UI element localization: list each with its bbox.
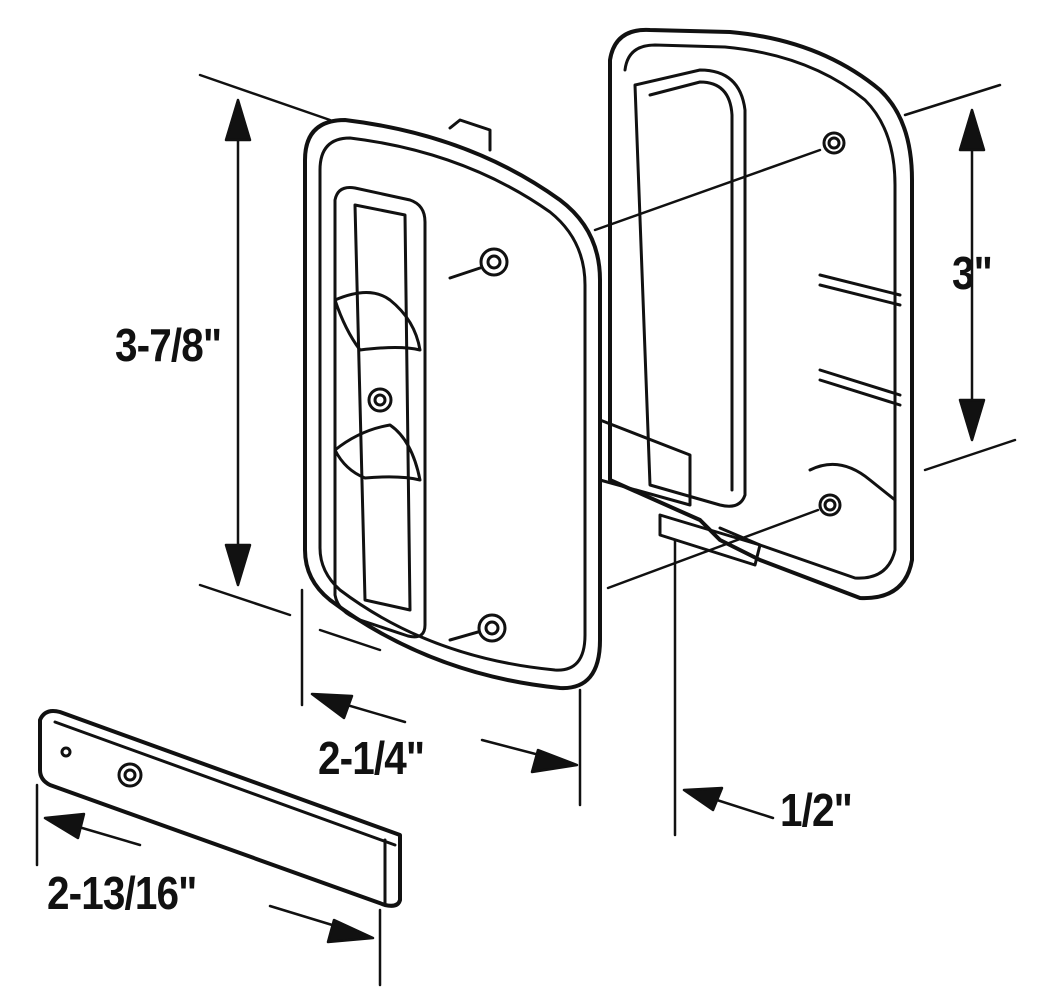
outside-pull bbox=[598, 27, 914, 601]
dimension-depth: 1/2" bbox=[780, 784, 853, 836]
dimension-lines bbox=[35, 73, 1017, 987]
dimension-handle-width: 2-1/4" bbox=[318, 732, 425, 784]
dimension-handle-height: 3-7/8" bbox=[115, 319, 222, 371]
inside-handle bbox=[303, 118, 602, 691]
dimension-hole-spacing: 3" bbox=[952, 247, 993, 299]
latch-bar bbox=[38, 709, 402, 908]
dimension-bar-length: 2-13/16" bbox=[47, 867, 197, 919]
